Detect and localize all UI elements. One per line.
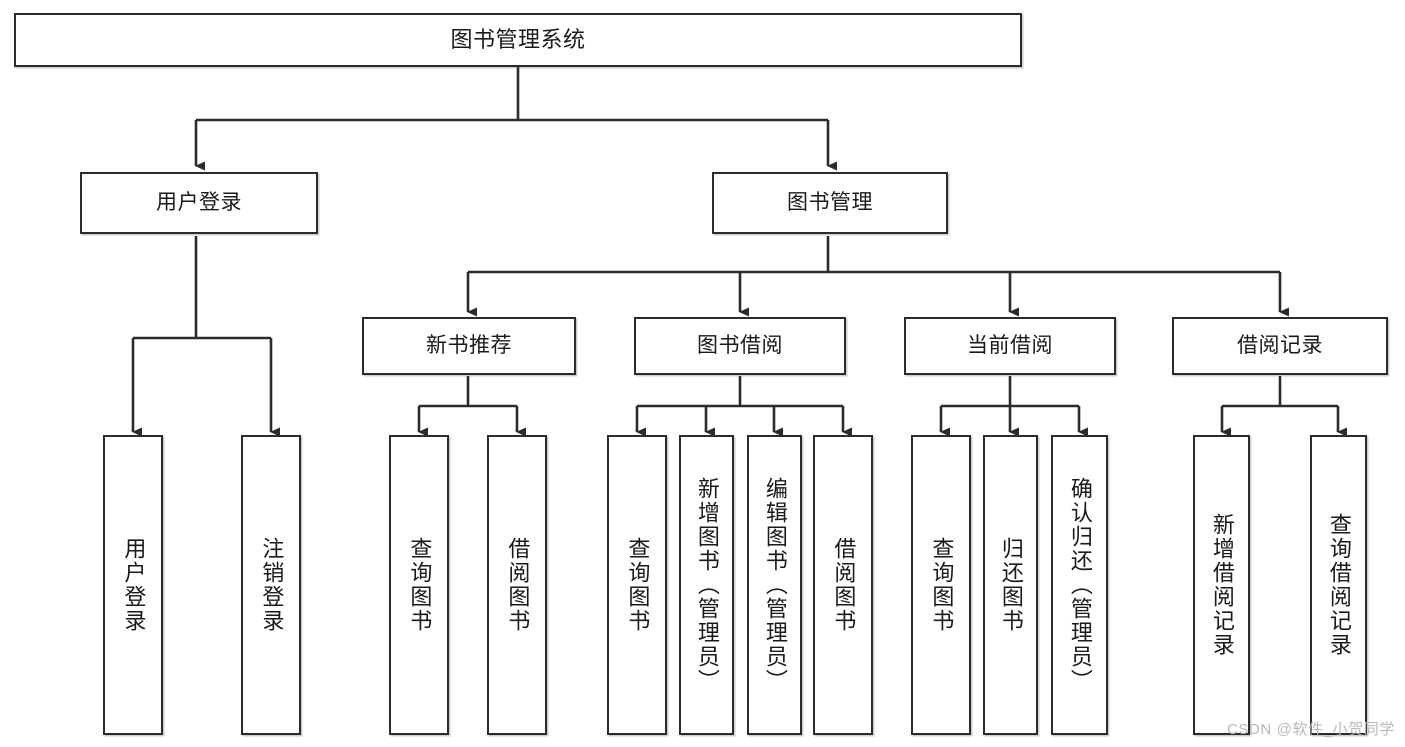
leaf-logout[interactable]: 注销登录 [241,435,301,735]
node-label: 查询图书 [929,537,955,633]
node-label: 新增借阅记录 [1209,513,1235,657]
leaf-query-book-newbook[interactable]: 查询图书 [389,435,449,735]
node-label: 借阅图书 [831,537,857,633]
leaf-borrow-book-newbook[interactable]: 借阅图书 [487,435,547,735]
leaf-query-book-borrow[interactable]: 查询图书 [607,435,667,735]
node-current-borrow[interactable]: 当前借阅 [904,317,1116,375]
node-label: 新书推荐 [426,333,512,357]
leaf-edit-book-admin[interactable]: 编辑图书（管理员） [747,435,802,735]
leaf-return-book[interactable]: 归还图书 [983,435,1038,735]
leaf-query-borrow-record[interactable]: 查询借阅记录 [1310,435,1367,735]
node-book-management[interactable]: 图书管理 [712,172,948,234]
node-label: 借阅记录 [1237,333,1323,357]
node-label: 用户登录 [156,190,242,214]
node-new-book-recommend[interactable]: 新书推荐 [362,317,576,375]
node-label: 借阅图书 [505,537,531,633]
leaf-borrow-book[interactable]: 借阅图书 [813,435,873,735]
node-book-borrow[interactable]: 图书借阅 [634,317,846,375]
node-borrow-record[interactable]: 借阅记录 [1172,317,1388,375]
node-label: 图书管理 [787,190,873,214]
node-label: 编辑图书（管理员） [762,477,788,693]
csdn-watermark: CSDN @软件_小贺同学 [1226,721,1395,738]
leaf-confirm-return-admin[interactable]: 确认归还（管理员） [1051,435,1108,735]
node-label: 用户登录 [121,537,147,633]
leaf-query-book-current[interactable]: 查询图书 [911,435,971,735]
leaf-user-login[interactable]: 用户登录 [103,435,163,735]
node-label: 查询借阅记录 [1326,513,1352,657]
node-user-login[interactable]: 用户登录 [80,172,318,234]
node-label: 归还图书 [998,537,1024,633]
node-label: 查询图书 [625,537,651,633]
leaf-add-book-admin[interactable]: 新增图书（管理员） [679,435,734,735]
node-root-system[interactable]: 图书管理系统 [14,13,1022,67]
node-label: 查询图书 [407,537,433,633]
node-label: 确认归还（管理员） [1067,477,1093,693]
leaf-add-borrow-record[interactable]: 新增借阅记录 [1193,435,1250,735]
node-label: 图书借阅 [697,333,783,357]
node-label: 注销登录 [259,537,285,633]
node-label: 图书管理系统 [450,27,586,53]
node-label: 新增图书（管理员） [694,477,720,693]
node-label: 当前借阅 [967,333,1053,357]
